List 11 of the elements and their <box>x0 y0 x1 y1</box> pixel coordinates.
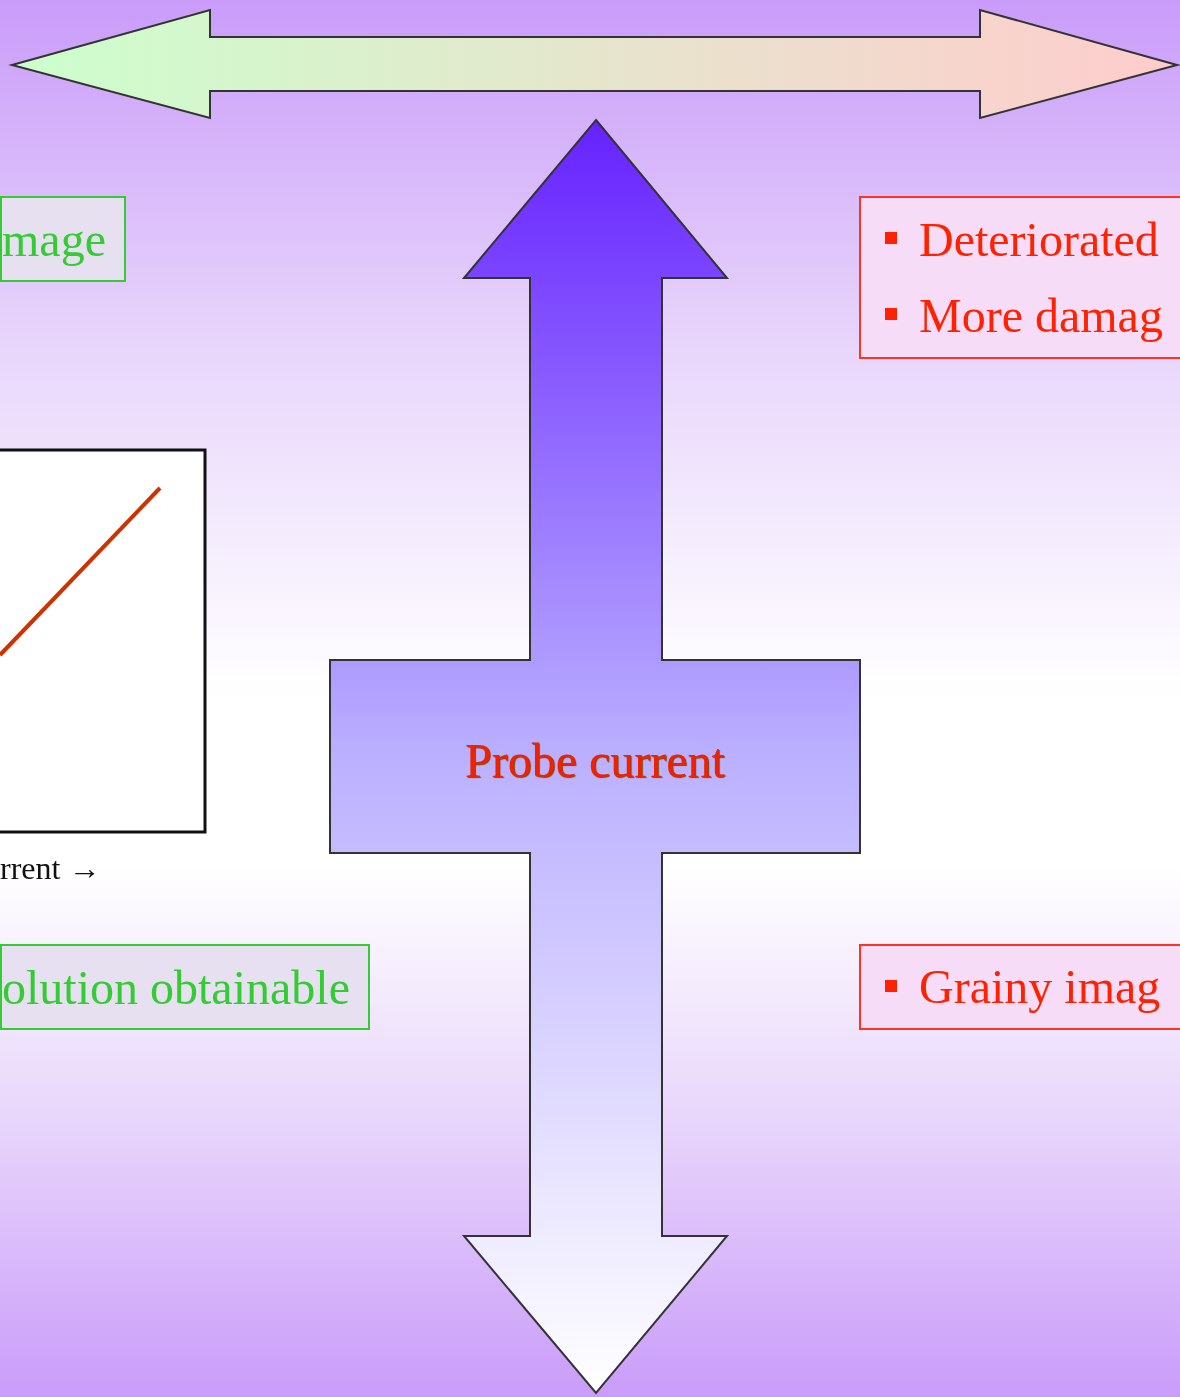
bullet-list-box <box>859 196 1180 359</box>
bullet-item: Grainy imag <box>885 949 1180 1025</box>
callout-text: olution obtainable <box>2 959 350 1015</box>
callout-box <box>0 196 126 282</box>
bullet-item: Deteriorated <box>885 201 1180 278</box>
callout-text: mage <box>2 211 106 267</box>
axis-label: rrent → <box>0 850 101 887</box>
bullet-list-box <box>859 944 1180 1030</box>
bullet-item: More damag <box>885 277 1180 354</box>
callout-box <box>0 944 370 1030</box>
arrow-label: Probe current <box>465 733 725 788</box>
